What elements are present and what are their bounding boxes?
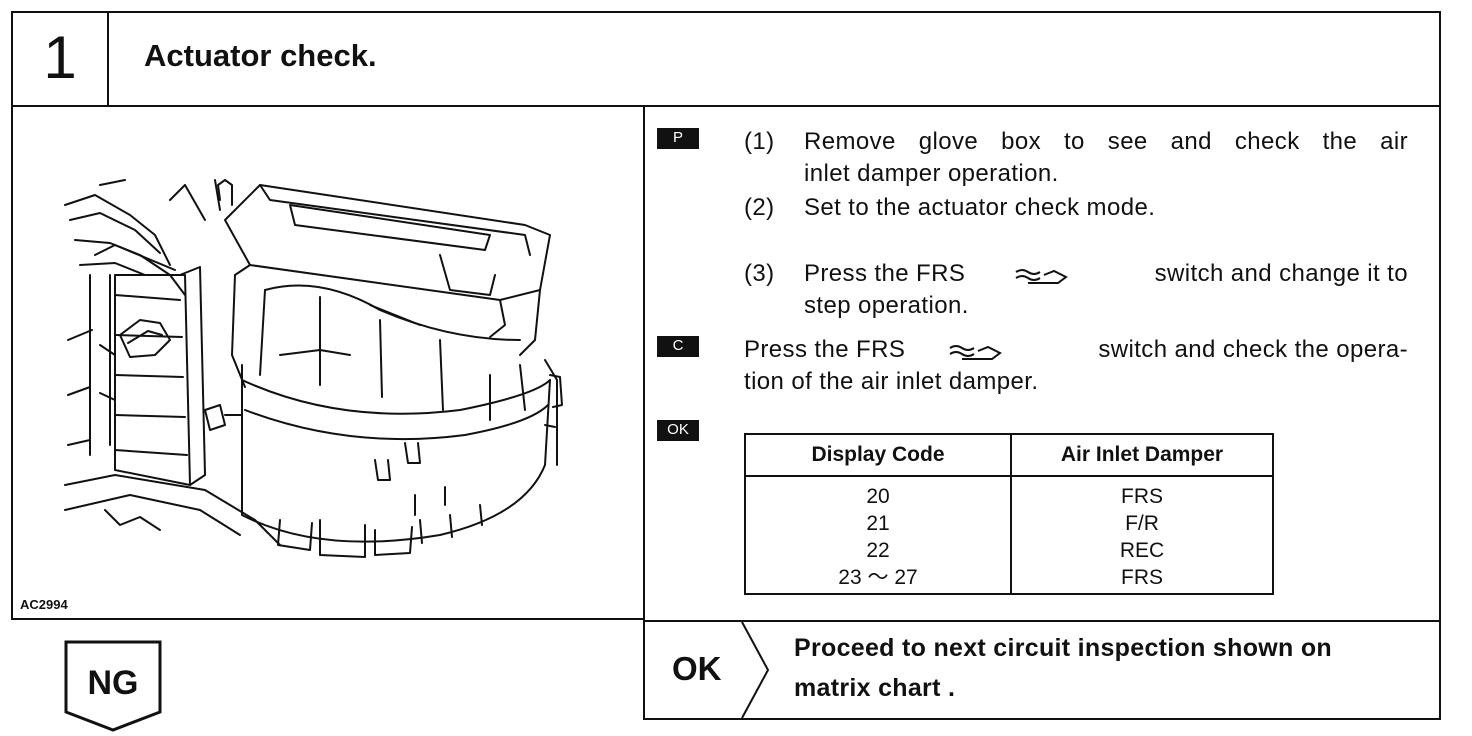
table-cell-damper: REC (1010, 537, 1274, 564)
table-row: 20 FRS (744, 476, 1274, 510)
step-1-line-2: inlet damper operation. (804, 160, 1059, 187)
step-title: Actuator check. (144, 38, 377, 73)
table-row: 23 ～ 27 FRS (744, 564, 1274, 595)
step-2-number: (2) (744, 194, 775, 221)
step-2-line-1: Set to the actuator check mode. (804, 194, 1156, 221)
step-header (11, 11, 1441, 107)
left-panel-border (11, 107, 13, 620)
right-panel-border (1439, 107, 1441, 720)
table-header-display-code: Display Code (744, 433, 1012, 477)
table-cell-damper: FRS (1010, 476, 1274, 510)
marker-p: P (657, 128, 699, 149)
fresh-air-icon (949, 345, 1002, 360)
table-cell-damper: FRS (1010, 564, 1274, 595)
ng-label: NG (87, 664, 139, 702)
ok-box-bottom (643, 718, 1441, 720)
ok-chevron (741, 621, 770, 719)
check-line-2: tion of the air inlet damper. (744, 368, 1039, 395)
step-number-divider (107, 11, 109, 107)
ok-result-line-1: Proceed to next circuit inspection shown… (794, 634, 1332, 662)
table-row: 21 F/R (744, 510, 1274, 537)
fresh-air-icon (1015, 269, 1068, 284)
center-divider (643, 107, 645, 720)
marker-ok: OK (657, 420, 699, 441)
table-cell-code: 22 (744, 537, 1012, 564)
step-1-number: (1) (744, 128, 775, 155)
marker-c: C (657, 336, 699, 357)
table-cell-code: 23 ～ 27 (744, 564, 1012, 595)
figure-code: AC2994 (20, 597, 68, 612)
ok-label: OK (672, 650, 722, 687)
procedure-steps: (1) Remove glove box to see and check th… (744, 126, 1408, 326)
ng-badge-shape (64, 640, 162, 732)
display-code-table: Display Code Air Inlet Damper 20 FRS 21 … (744, 433, 1274, 595)
table-cell-code: 21 (744, 510, 1012, 537)
actuator-illustration (64, 179, 563, 558)
table-row: 22 REC (744, 537, 1274, 564)
ok-result-line-2: matrix chart . (794, 674, 956, 702)
step-3-text-b: switch and change it to (1154, 260, 1408, 287)
right-bottom-rule (643, 620, 1441, 622)
table-cell-damper: F/R (1010, 510, 1274, 537)
step-1-line-1: Remove glove box to see and check the ai… (804, 128, 1408, 155)
figure-bottom-rule (11, 618, 645, 620)
step-3-line-2: step operation. (804, 292, 969, 319)
step-3-number: (3) (744, 260, 775, 287)
step-3-text-a: Press the FRS (804, 260, 966, 287)
check-instruction: Press the FRS switch and check the opera… (744, 334, 1408, 400)
step-number: 1 (43, 24, 77, 91)
check-text-b: switch and check the opera- (1098, 336, 1408, 363)
table-header-air-inlet-damper: Air Inlet Damper (1010, 433, 1274, 477)
check-text-a: Press the FRS (744, 336, 906, 363)
table-cell-code: 20 (744, 476, 1012, 510)
